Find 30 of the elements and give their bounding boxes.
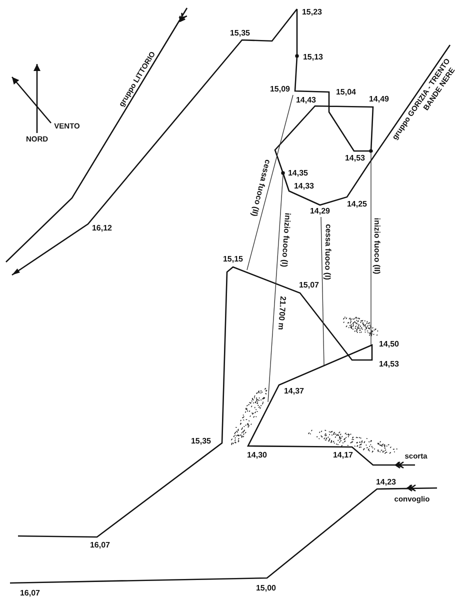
time-label: 15,35 [190,436,212,446]
fire-event-label: cessa fuoco (II) [250,158,272,218]
time-label: 14,43 [296,96,316,104]
time-label: 14,37 [284,386,304,396]
time-label: 16,12 [92,224,112,232]
time-label: 14,35 [288,168,308,178]
time-label: 14,53 [378,360,400,368]
time-label: 15,13 [302,52,324,62]
time-label: 14,30 [246,450,268,460]
fire-event-label: inizio fuoco (II) [372,218,382,274]
time-label: 16,07 [90,540,110,550]
time-label: 14,17 [332,450,354,460]
fire-event-label: cessa fuoco (I) [323,224,333,280]
time-label: 14,33 [294,182,314,190]
distance-label: 21.700 m [276,296,288,330]
time-label: 15,35 [230,28,250,38]
time-label: 15,04 [336,88,356,96]
time-label: 14,23 [376,478,396,486]
time-label: 15,00 [256,584,276,592]
time-label: 14,25 [346,200,368,208]
time-label: 15,23 [302,8,322,16]
time-label: 14,50 [378,340,400,348]
time-label: 15,07 [298,280,320,290]
time-label: 15,09 [270,84,290,94]
time-label: 14,29 [310,206,330,216]
time-label: 14,53 [344,154,366,162]
time-label: 15,15 [222,254,244,264]
time-label: 16,07 [20,588,40,598]
fire-event-label: inizio fuoco (I) [280,212,292,268]
time-label: 14,49 [368,94,390,104]
